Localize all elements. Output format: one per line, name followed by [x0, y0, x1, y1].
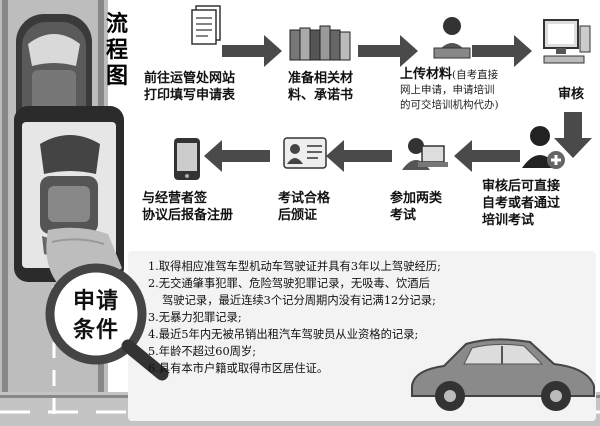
arrow-3-4 [472, 35, 532, 67]
computer-icon [543, 19, 591, 64]
id-card-icon [283, 137, 327, 169]
step-7: 考试合格 后颁证 [278, 191, 331, 223]
document-icon [191, 5, 221, 45]
step-3: 上传材料(自考直接 网上申请，申请培训 的可交培训机构代办) [400, 67, 499, 111]
step-5: 审核后可直接 自考或者通过 培训考试 [482, 179, 561, 228]
arrow-5-6 [454, 140, 520, 172]
condition-item: 2.无交通肇事犯罪、危险驾驶犯罪记录，无吸毒、饮酒后 [148, 277, 430, 290]
condition-item: 4.最近5年内无被吊销出租汽车驾驶员从业资格的记录; [148, 328, 419, 341]
sedan-icon [411, 338, 595, 411]
condition-item: 5.年龄不超过60周岁; [148, 345, 257, 358]
condition-item: 驾驶记录，最近连续3个记分周期内没有记满12分记录; [162, 294, 436, 307]
step-2: 准备相关材 料、承诺书 [288, 71, 354, 103]
conditions-list: 1.取得相应准驾车型机动车驾驶证并具有3年以上驾驶经历; 2.无交通肇事犯罪、危… [148, 258, 588, 377]
condition-item: 3.无暴力犯罪记录; [148, 311, 242, 324]
step-1: 前往运管处网站 打印填写申请表 [144, 71, 236, 103]
phone-icon [174, 138, 200, 180]
badge-line-2: 条件 [72, 318, 119, 343]
badge-line-1: 申请 [72, 289, 119, 314]
step-6: 参加两类 考试 [390, 191, 443, 223]
arrow-4-5 [554, 112, 592, 158]
laptop-user-icon [433, 17, 471, 59]
arrow-2-3 [358, 35, 418, 67]
step-8: 与经营者签 协议后报备注册 [142, 191, 234, 223]
arrow-7-8 [204, 140, 270, 172]
title-char-2: 程 [106, 38, 129, 63]
step-4: 审核 [558, 87, 585, 102]
arrow-6-7 [326, 140, 392, 172]
binders-icon [289, 25, 351, 61]
condition-item: 1.取得相应准驾车型机动车驾驶证并具有3年以上驾驶经历; [148, 260, 441, 273]
user-add-icon [522, 126, 565, 169]
title-char-1: 流 [106, 12, 129, 37]
condition-item: 6.具有本市户籍或取得市区居住证。 [148, 362, 329, 375]
title-char-3: 图 [106, 64, 129, 89]
magnifier-icon [45, 263, 169, 381]
arrow-1-2 [222, 35, 282, 67]
laptop-user-icon-2 [402, 138, 448, 170]
